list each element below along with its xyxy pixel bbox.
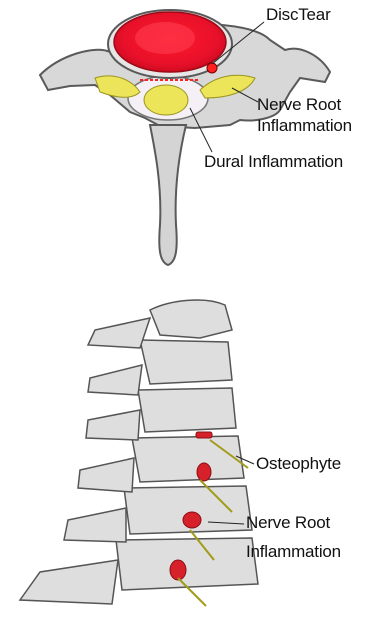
vertebra-c7 <box>116 538 258 590</box>
disc-tear-label: DiscTear <box>266 6 331 24</box>
nerve-root-inflammation-c7 <box>170 560 186 580</box>
osteophyte-inflammation <box>197 463 211 481</box>
disc-c4c5 <box>196 432 212 438</box>
nerve-root-label-line1: Nerve Root <box>257 96 341 114</box>
nerve-root-label-bottom-line1: Nerve Root <box>246 514 330 532</box>
nerve-root-label-bottom-line2: Inflammation <box>246 543 341 561</box>
dural-inflammation-label: Dural Inflammation <box>204 153 343 171</box>
osteophyte-label: Osteophyte <box>256 455 341 473</box>
vertebra-c3 <box>140 340 232 384</box>
vertebra-c2 <box>150 300 232 338</box>
vertebra-c5 <box>132 436 244 482</box>
nerve-root-inflammation-c6 <box>183 512 201 528</box>
vertebra-c4 <box>138 388 236 432</box>
nerve-root-label-line2: Inflammation <box>257 117 352 135</box>
